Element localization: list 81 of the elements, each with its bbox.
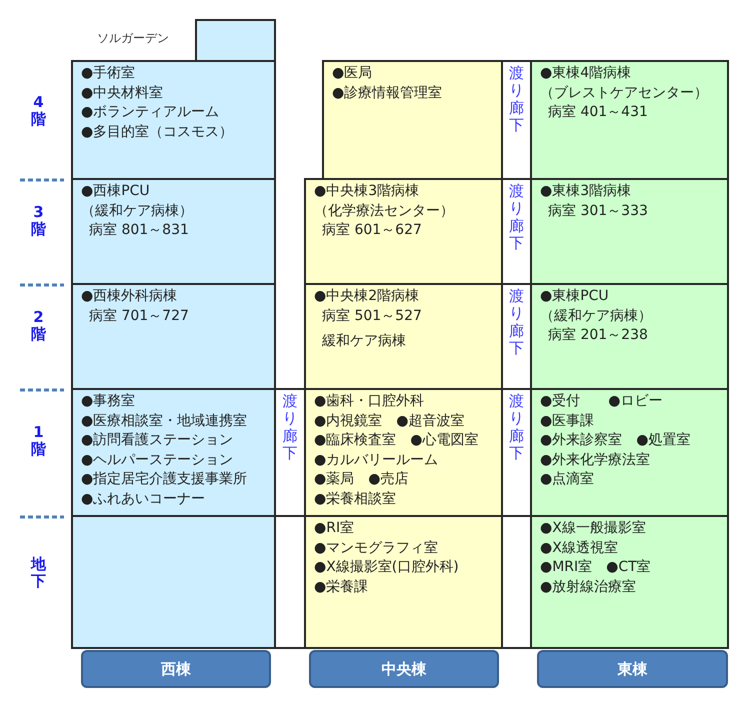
room-text: ●指定居宅介護支援事業所 [81,470,248,489]
room-text: ●点滴室 [540,470,594,489]
room-text: ●ふれあいコーナー [81,490,206,508]
floor-label: 4階 [31,94,46,127]
floor-label: 3階 [31,204,46,237]
room-text: ●手術室 [81,64,136,83]
floor-section [530,60,729,180]
corridor-label: 渡り廊下 [282,393,298,462]
building-button: 西棟 [81,650,271,688]
room-text: ●X線一般撮影室 [540,519,646,538]
floor-section [530,283,729,390]
corridor-label: 渡り廊下 [509,393,524,462]
floor-label: 1階 [31,424,46,457]
room-text: ●歯科・口腔外科 [314,392,424,411]
room-text: ●栄養相談室 [314,490,396,508]
floor-section [71,283,276,390]
corridor-label: 渡り廊下 [509,288,524,357]
room-text: ●西棟PCU [81,182,150,201]
floor-section [530,388,729,517]
room-text: ●訪問看護ステーション [81,431,234,450]
corridor-cell [274,388,306,517]
floor-section [71,178,276,285]
room-text: ●栄養課 [314,578,368,596]
room-text: 病室 601～627 [321,221,422,240]
room-text: 緩和ケア病棟 [321,332,406,351]
floor-section [304,178,503,285]
room-text: ●カルバリールーム [314,450,438,470]
floor-section [71,60,276,180]
floor-section [304,283,503,390]
room-text: ●X線撮影室(口腔外科) [314,558,459,577]
room-text: ●事務室 [81,392,136,411]
room-text: （ブレストケアセンター） [540,84,708,102]
room-text: ●薬局 ●売店 [314,470,408,489]
room-text: ●東棟3階病棟 [540,182,632,201]
room-text: ●内視鏡室 ●超音波室 [314,412,464,430]
room-text: 病室 401～431 [547,103,648,122]
room-text: （化学療法センター） [314,202,454,220]
garden-label: ソルガーデン [97,31,169,46]
room-text: ●臨床検査室 ●心電図室 [314,431,478,450]
floor-section [304,515,503,649]
building-button: 東棟 [537,650,728,688]
room-text: ●放射線治療室 [540,578,636,596]
room-text: ●受付 ●ロビー [540,392,662,411]
room-text: ●医局 [332,64,372,83]
room-text: （緩和ケア病棟） [540,306,652,326]
room-text: ●マンモグラフィ室 [314,538,438,558]
building-button: 中央棟 [309,650,499,688]
floor-section [530,515,729,649]
floor-label: 2階 [31,309,46,342]
room-text: ●MRI室 ●CT室 [540,558,651,577]
corridor-label: 渡り廊下 [509,183,524,252]
room-text: ●東棟PCU [540,287,609,306]
room-text: ●ボランティアルーム [81,103,220,122]
corridor-label: 渡り廊下 [509,65,524,134]
room-text: 病室 301～333 [547,202,648,220]
room-text: ●診療情報管理室 [332,84,442,102]
room-text: 病室 201～238 [547,326,648,345]
room-text: ●医事課 [540,412,594,430]
room-text: ●ヘルパーステーション [81,450,234,470]
floor-section [530,178,729,285]
floor-section [71,388,276,517]
room-text: ●RI室 [314,519,354,538]
room-text: ●東棟4階病棟 [540,64,632,83]
room-text: 病室 801～831 [88,221,189,240]
room-text: ●外来診察室 ●処置室 [540,431,690,450]
floor-label: 地下 [31,556,46,589]
room-text: ●西棟外科病棟 [81,287,178,306]
room-text: 病室 701～727 [88,306,189,326]
room-text: ●外来化学療法室 [540,450,650,470]
floor-section [304,388,503,517]
floor-section [71,515,276,649]
room-text: 病室 501～527 [321,306,422,326]
room-text: ●医療相談室・地域連携室 [81,412,248,430]
room-text: ●中央棟3階病棟 [314,182,420,201]
room-text: ●多目的室（コスモス） [81,122,234,142]
floor-section [322,60,503,180]
room-text: ●中央棟2階病棟 [314,287,420,306]
room-text: ●X線透視室 [540,538,618,558]
garden-box [195,19,276,62]
room-text: （緩和ケア病棟） [81,202,193,220]
room-text: ●中央材料室 [81,84,164,102]
